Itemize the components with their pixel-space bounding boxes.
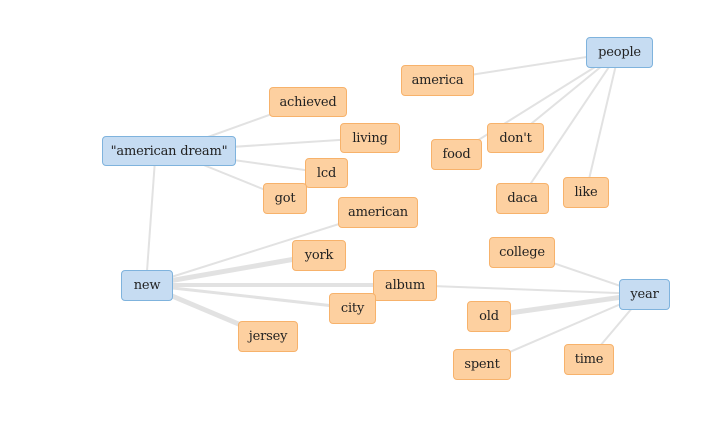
edge-new-york xyxy=(143,252,321,288)
edge-new-city xyxy=(144,283,354,310)
node-york[interactable]: york xyxy=(292,240,346,271)
edge-year-old xyxy=(485,291,647,319)
node-spent[interactable]: spent xyxy=(453,349,511,380)
node-college[interactable]: college xyxy=(489,237,555,268)
edge-people-daca xyxy=(520,51,620,199)
node-living[interactable]: living xyxy=(340,123,400,153)
node-food[interactable]: food xyxy=(431,139,482,170)
node-got[interactable]: got xyxy=(263,183,307,214)
node-achieved[interactable]: achieved xyxy=(269,87,347,117)
node-city[interactable]: city xyxy=(329,293,376,324)
edge-year-album xyxy=(404,284,645,295)
edge-people-food xyxy=(455,51,620,155)
node-people[interactable]: people xyxy=(586,37,653,68)
node-lcd[interactable]: lcd xyxy=(305,158,348,188)
node-dont[interactable]: don't xyxy=(487,123,544,153)
node-america[interactable]: america xyxy=(401,65,474,96)
node-time[interactable]: time xyxy=(564,344,614,375)
node-daca[interactable]: daca xyxy=(496,183,549,214)
node-album[interactable]: album xyxy=(373,270,437,301)
edge-american-dream-new xyxy=(145,159,156,286)
node-old[interactable]: old xyxy=(467,301,511,332)
node-like[interactable]: like xyxy=(563,177,609,208)
edge-people-like xyxy=(585,51,620,193)
node-american[interactable]: american xyxy=(338,197,418,228)
node-year[interactable]: year xyxy=(619,279,670,310)
node-jersey[interactable]: jersey xyxy=(238,321,298,352)
node-american-dream[interactable]: "american dream" xyxy=(102,136,236,166)
node-new[interactable]: new xyxy=(121,270,173,301)
